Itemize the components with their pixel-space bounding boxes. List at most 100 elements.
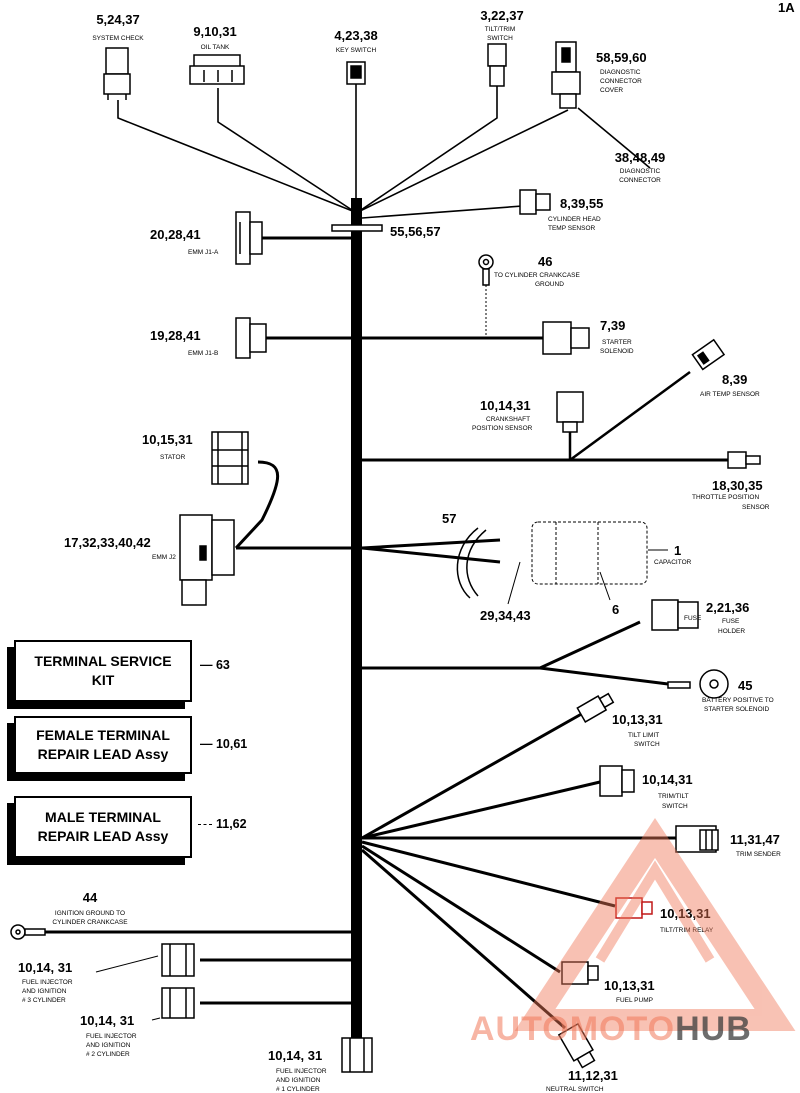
capacitor-label: CAPACITOR bbox=[654, 559, 692, 566]
strap-ref: 57 bbox=[442, 511, 456, 526]
crankshaft-label-2: POSITION SENSOR bbox=[472, 425, 533, 432]
tilt-limit-label-1: TILT LIMIT bbox=[628, 732, 659, 739]
watermark-text: AUTOMOTOHUB bbox=[470, 1010, 752, 1049]
starter-solenoid-label-2: SOLENOID bbox=[600, 348, 634, 355]
cylinder-head-temp-ref: 8,39,55 bbox=[560, 196, 603, 211]
fuel-injector-2-connector bbox=[161, 987, 195, 1019]
diagnostic-cover-label-3: COVER bbox=[600, 87, 623, 94]
kit-line-1: TERMINAL SERVICE bbox=[34, 653, 172, 669]
cap-bracket-leader bbox=[599, 571, 611, 601]
tilt-trim-relay-label: TILT/TRIM RELAY bbox=[660, 927, 714, 934]
emm-j1a-label: EMM J1-A bbox=[188, 249, 219, 256]
fuel-injector-1-connector bbox=[341, 1037, 373, 1073]
diagnostic-connector-ref: 38,48,49 bbox=[615, 150, 666, 165]
stator-label: STATOR bbox=[160, 454, 186, 461]
female-terminal-kit-box: FEMALE TERMINAL REPAIR LEAD Assy bbox=[14, 716, 192, 774]
fuel-injector-1-label-1: FUEL INJECTOR bbox=[276, 1068, 327, 1075]
neutral-switch-connector bbox=[557, 1022, 596, 1069]
battery-positive-terminal bbox=[667, 669, 729, 699]
cylinder-head-temp-label-2: TEMP SENSOR bbox=[548, 225, 596, 232]
tilt-trim-relay-connector bbox=[615, 897, 653, 919]
system-check-connector bbox=[103, 47, 131, 100]
terminal-service-kit-ref: — 63 bbox=[200, 658, 230, 672]
watermark-part-2: MOTO bbox=[569, 1010, 676, 1048]
oil-tank-ref: 9,10,31 bbox=[193, 24, 236, 39]
diagnostic-connector-label-2: CONNECTOR bbox=[619, 177, 661, 184]
tilt-trim-switch-label-2: SWITCH bbox=[487, 35, 513, 42]
oil-tank-connector bbox=[189, 54, 245, 85]
key-switch-label: KEY SWITCH bbox=[336, 47, 377, 54]
trim-sender-label: TRIM SENDER bbox=[736, 851, 781, 858]
stator-connector bbox=[211, 431, 249, 485]
fuel-injector-1-label-3: # 1 CYLINDER bbox=[276, 1086, 320, 1093]
air-temp-sensor-connector bbox=[691, 338, 726, 371]
fuse-holder-marking: FUSE bbox=[684, 615, 702, 622]
fuel-injector-3-connector bbox=[161, 943, 195, 977]
tilt-trim-switch-ref: 3,22,37 bbox=[480, 8, 523, 23]
diagnostic-cover-label-1: DIAGNOSTIC bbox=[600, 69, 641, 76]
female-terminal-kit-ref: — 10,61 bbox=[200, 737, 248, 751]
cylinder-head-temp-label-1: CYLINDER HEAD bbox=[548, 216, 601, 223]
ignition-ground-ref: 44 bbox=[83, 890, 98, 905]
cap-bracket-ref: 6 bbox=[612, 602, 619, 617]
trim-tilt-switch-label-1: TRIM/TILT bbox=[658, 793, 689, 800]
side-branch-wires bbox=[30, 236, 728, 1030]
system-check-label: SYSTEM CHECK bbox=[92, 35, 144, 42]
crankcase-ground-terminal bbox=[478, 254, 494, 286]
fuel-injector-3-label-1: FUEL INJECTOR bbox=[22, 979, 73, 986]
starter-solenoid-connector bbox=[542, 321, 590, 355]
ignition-ground-label-1: IGNITION GROUND TO bbox=[55, 910, 125, 917]
fuse-holder-ref: 2,21,36 bbox=[706, 600, 749, 615]
throttle-ref: 18,30,35 bbox=[712, 478, 763, 493]
crankcase-ground-label-2: GROUND bbox=[535, 281, 564, 288]
cap-parts-leader bbox=[507, 561, 521, 605]
emm-j1a-ref: 20,28,41 bbox=[150, 227, 201, 242]
fuel-injector-2-leader bbox=[151, 1017, 161, 1021]
male-terminal-kit-leader bbox=[198, 824, 212, 825]
emm-j2-connector bbox=[179, 514, 235, 606]
watermark-logo-icon bbox=[514, 818, 796, 1031]
crankshaft-label-1: CRANKSHAFT bbox=[486, 416, 530, 423]
kit-line-1: MALE TERMINAL bbox=[45, 809, 161, 825]
oil-tank-label: OIL TANK bbox=[201, 44, 230, 51]
fuel-pump-label: FUEL PUMP bbox=[616, 997, 653, 1004]
tilt-limit-ref: 10,13,31 bbox=[612, 712, 663, 727]
trim-sender-ref: 11,31,47 bbox=[730, 832, 780, 847]
kit-line-1: FEMALE TERMINAL bbox=[36, 727, 170, 743]
fuel-injector-3-label-3: # 3 CYLINDER bbox=[22, 997, 66, 1004]
air-temp-ref: 8,39 bbox=[722, 372, 747, 387]
fuse-holder-label-2: HOLDER bbox=[718, 628, 745, 635]
air-temp-label: AIR TEMP SENSOR bbox=[700, 391, 760, 398]
stator-ref: 10,15,31 bbox=[142, 432, 193, 447]
fuel-pump-ref: 10,13,31 bbox=[604, 978, 655, 993]
starter-solenoid-label-1: STARTER bbox=[602, 339, 632, 346]
emm-j2-ref: 17,32,33,40,42 bbox=[64, 535, 151, 550]
crankshaft-ref: 10,14,31 bbox=[480, 398, 531, 413]
crankcase-ground-ref: 46 bbox=[538, 254, 552, 269]
emm-j1a-connector bbox=[235, 211, 263, 265]
terminal-service-kit-box: TERMINAL SERVICE KIT bbox=[14, 640, 192, 702]
emm-j1b-connector bbox=[235, 317, 267, 359]
fuel-injector-1-ref: 10,14, 31 bbox=[268, 1048, 322, 1063]
tilt-trim-relay-ref: 10,13,31 bbox=[660, 906, 711, 921]
ignition-ground-terminal bbox=[10, 924, 46, 940]
tilt-trim-switch-label-1: TILT/TRIM bbox=[485, 26, 516, 33]
battery-ref: 45 bbox=[738, 678, 752, 693]
emm-j1b-ref: 19,28,41 bbox=[150, 328, 201, 343]
trim-tilt-switch-connector bbox=[599, 765, 635, 797]
fuel-injector-3-leader bbox=[95, 955, 159, 973]
diagnostic-cover-label-2: CONNECTOR bbox=[600, 78, 642, 85]
ignition-ground-label-2: CYLINDER CRANKCASE bbox=[52, 919, 128, 926]
battery-label-2: STARTER SOLENOID bbox=[704, 706, 769, 713]
kit-line-2: REPAIR LEAD Assy bbox=[37, 746, 169, 762]
diagnostic-cover-ref: 58,59,60 bbox=[596, 50, 647, 65]
kit-line-2: KIT bbox=[91, 672, 115, 688]
key-switch-connector bbox=[346, 61, 366, 85]
throttle-position-sensor bbox=[727, 451, 761, 469]
tilt-limit-switch-connector bbox=[576, 692, 615, 723]
trim-tilt-switch-ref: 10,14,31 bbox=[642, 772, 693, 787]
tilt-trim-switch-connector bbox=[487, 43, 507, 87]
throttle-label-2: SENSOR bbox=[742, 504, 770, 511]
